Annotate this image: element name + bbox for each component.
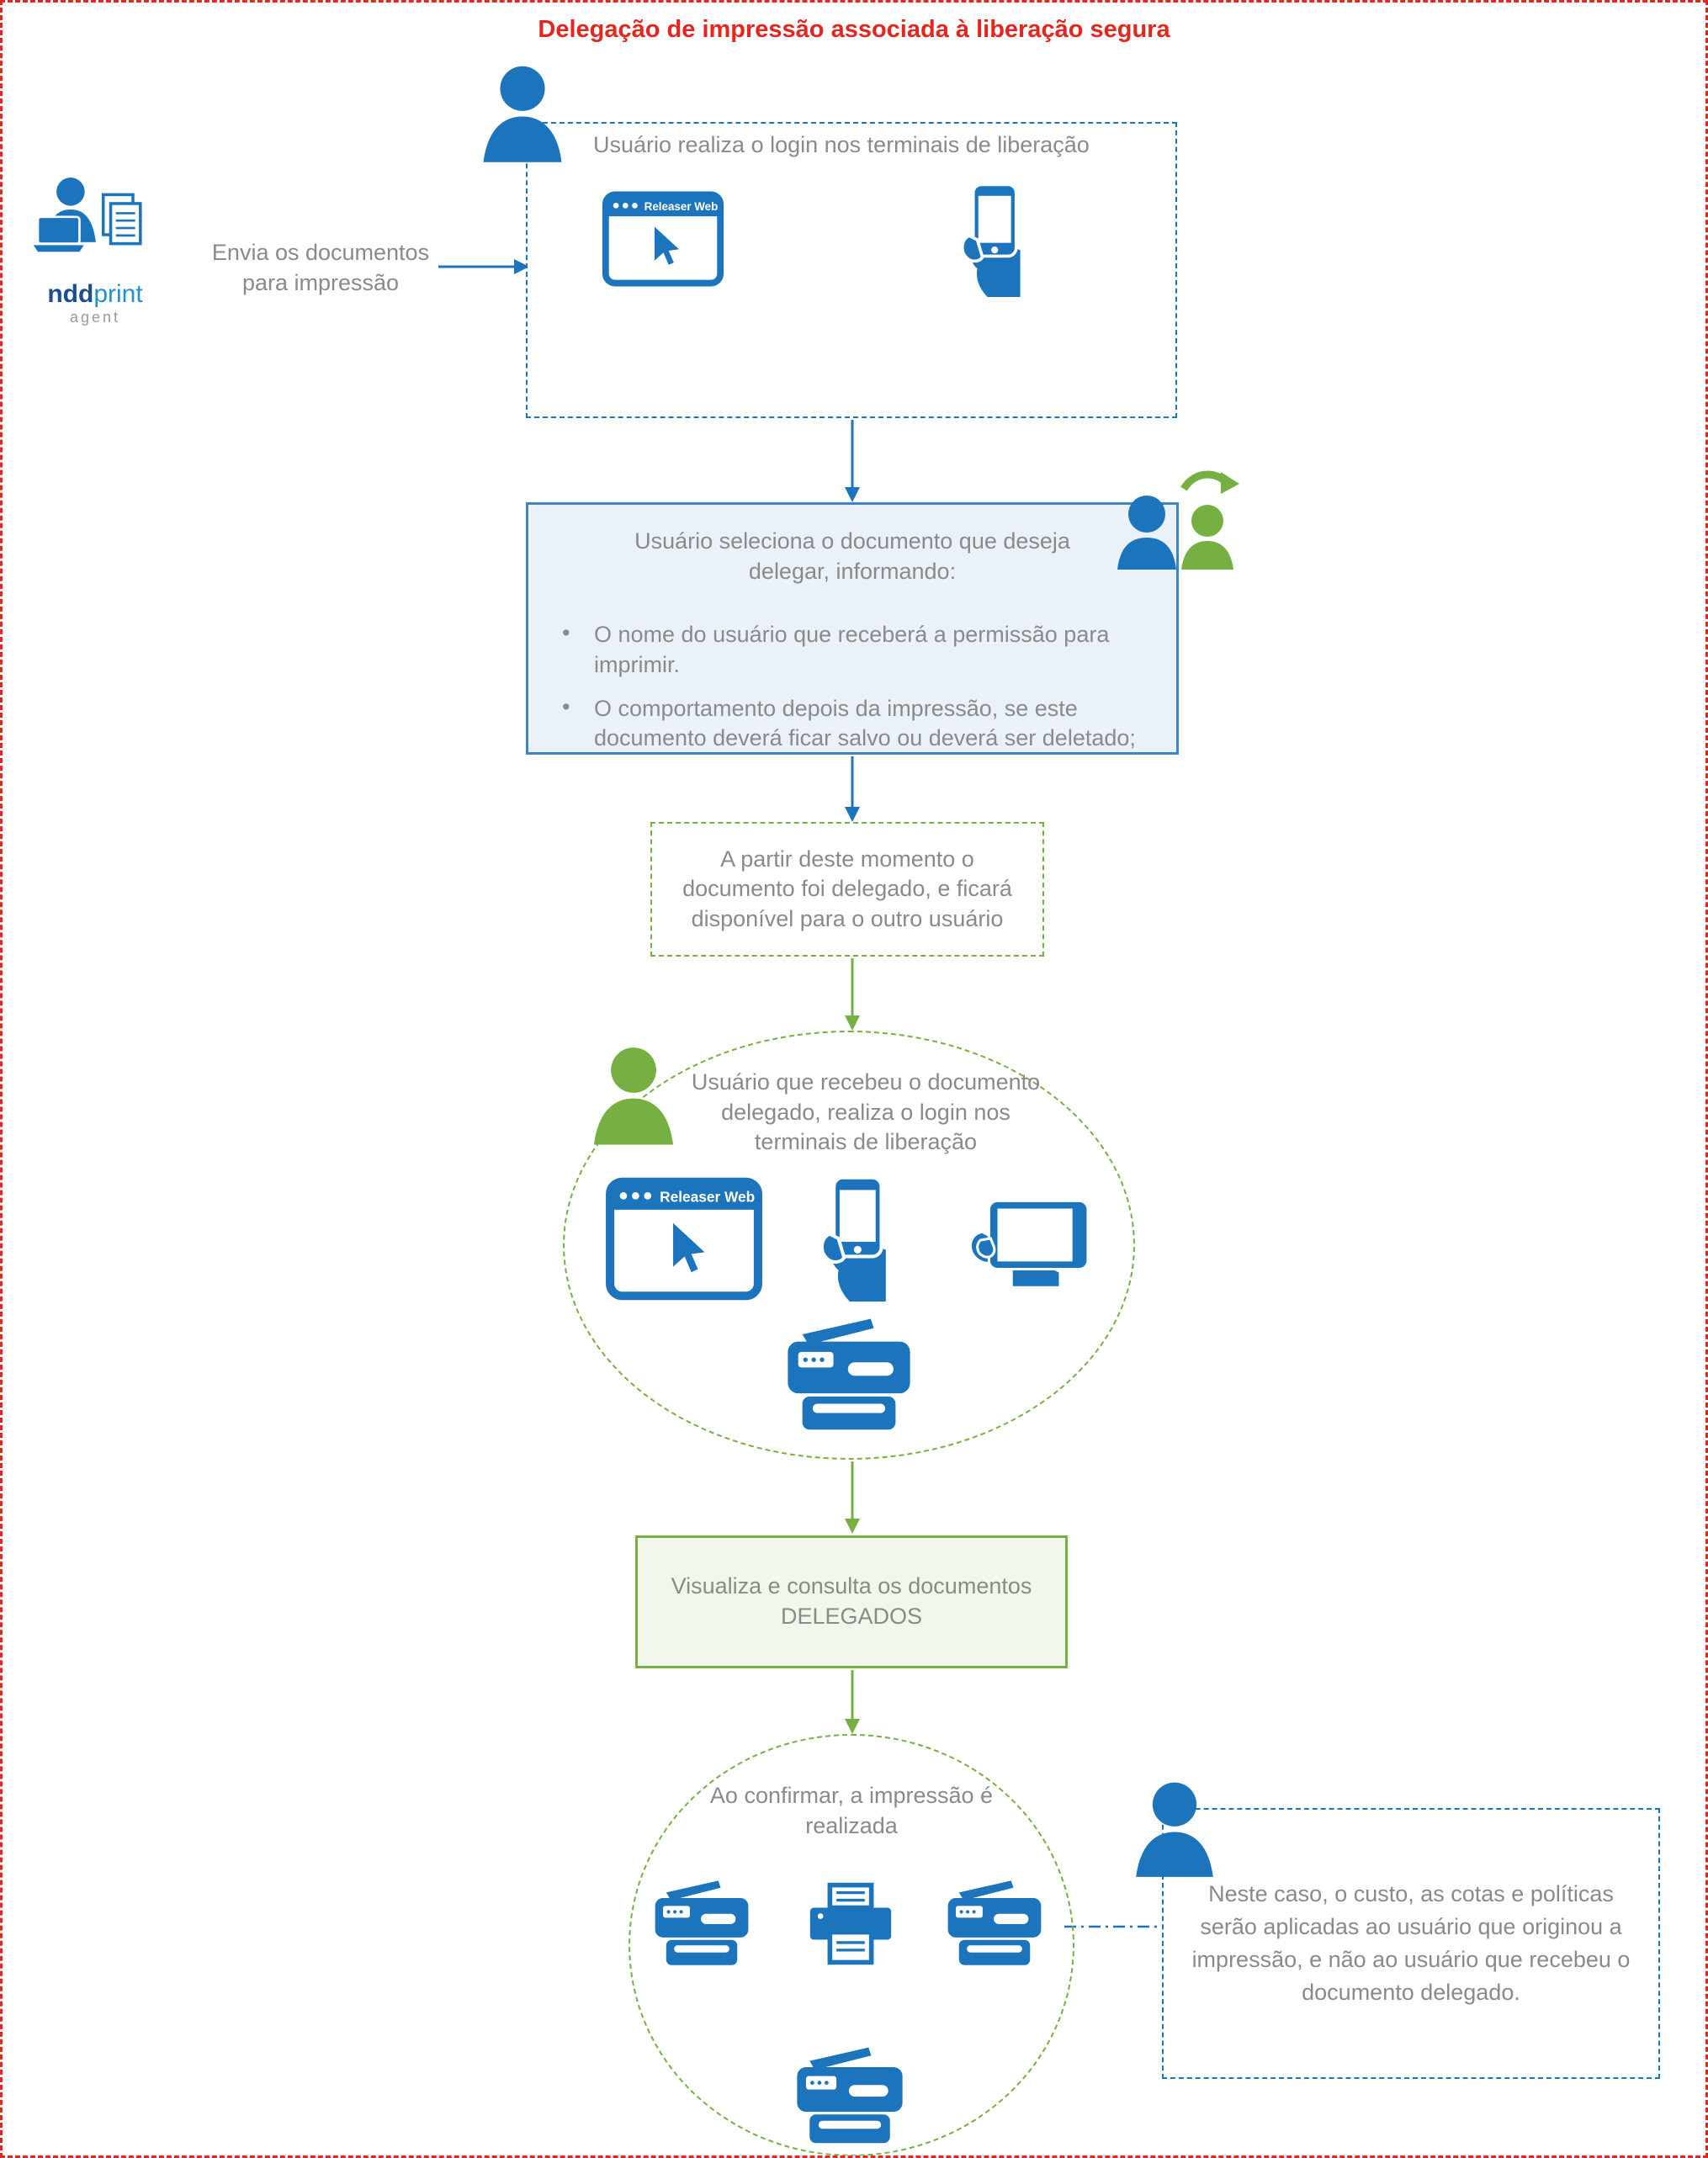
user-green-icon [586,1041,681,1147]
logo-print: print [93,280,143,308]
note-connector-line [1064,1925,1165,1928]
select-document-box: Usuário seleciona o documento que deseja… [526,502,1179,755]
document-delegated-box: A partir deste momento o documento foi d… [650,822,1044,957]
flow-arrow-down-2 [845,756,860,822]
phone-in-hand-icon [815,1175,898,1302]
select-document-intro: Usuário seleciona o documento que deseja… [634,528,1070,584]
user-blue-icon [475,60,570,164]
select-document-bullets: O nome do usuário que receberá a permiss… [528,620,1176,754]
receiver-caption: Usuário que recebeu o documento delegado… [691,1069,1041,1155]
view-delegated-line1: Visualiza e consulta os documentos [671,1573,1032,1599]
releaser-web-browser-icon [605,1177,763,1301]
phone-in-hand-icon [957,183,1031,297]
login-caption: Usuário realiza o login nos terminais de… [593,132,1090,157]
mfp-printer-icon [943,1875,1046,1971]
releaser-web-browser-icon [602,191,724,287]
view-delegated-text: Visualiza e consulta os documentos DELEG… [671,1572,1032,1631]
desktop-printer-icon [800,1880,901,1975]
delegation-users-icon [1117,470,1239,570]
flow-arrow-down-3 [845,958,860,1031]
mfp-printer-icon [782,1312,916,1438]
bullet-item: O nome do usuário que receberá a permiss… [562,620,1176,680]
tablet-in-hands-icon [965,1184,1093,1293]
mfp-printer-icon [650,1875,753,1971]
user-blue-icon [1128,1776,1221,1879]
receiver-login-ellipse [563,1031,1135,1460]
logo-ndd: ndd [47,280,94,308]
bullet-text: O comportamento depois da impressão, se … [594,695,1136,751]
mfp-printer-icon [792,2042,908,2150]
view-delegated-box: Visualiza e consulta os documentos DELEG… [635,1535,1068,1668]
confirm-print-ellipse [629,1734,1074,2155]
bullet-text: O nome do usuário que receberá a permiss… [594,622,1110,677]
logo-sub-agent: agent [69,309,121,326]
bullet-marker [562,694,594,754]
cost-note-box: Neste caso, o custo, as cotas e política… [1162,1808,1660,2079]
flow-arrow-down-4 [845,1461,860,1534]
flow-arrow-right [438,259,529,274]
send-documents-label: Envia os documentos para impressão [211,240,430,295]
confirm-caption: Ao confirmar, a impressão é realizada [709,1783,994,1838]
bullet-item: O comportamento depois da impressão, se … [562,694,1176,754]
flow-arrow-down-5 [845,1670,860,1734]
flow-arrow-down-1 [845,420,860,502]
cost-note-text: Neste caso, o custo, as cotas e política… [1191,1880,1631,2006]
page-title: Delegação de impressão associada à liber… [538,16,1170,43]
user-at-laptop-icon [32,171,158,273]
nddprint-agent-logo: nddprint agent [19,280,171,326]
bullet-marker [562,620,594,680]
document-delegated-text: A partir deste momento o documento foi d… [682,846,1012,931]
view-delegated-line2: DELEGADOS [780,1604,923,1629]
